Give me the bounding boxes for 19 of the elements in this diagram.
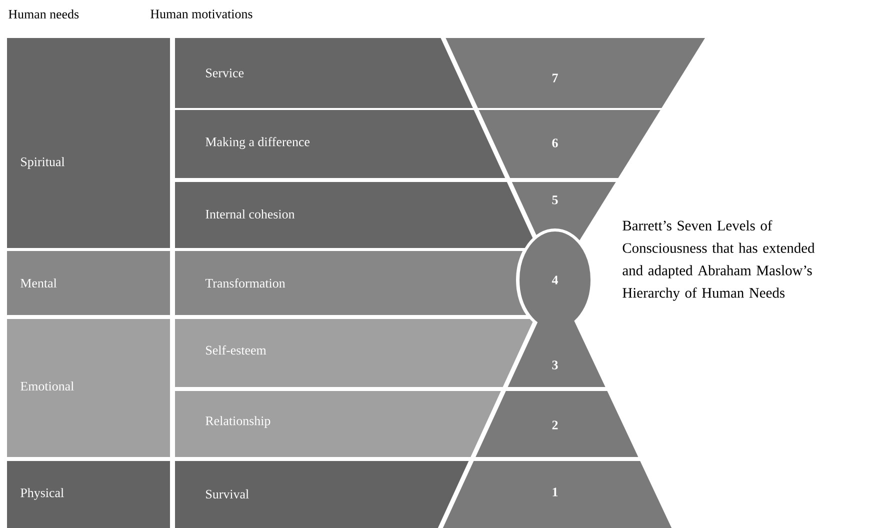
need-box: Emotional <box>7 319 170 457</box>
motivation-box: Making a difference <box>175 110 506 178</box>
motivation-box: Survival <box>175 461 469 528</box>
column-heading: Human needs <box>8 9 79 19</box>
motivation-box: Transformation <box>175 251 526 315</box>
level-band: 2 <box>476 391 638 457</box>
column-heading: Human motivations <box>150 10 252 18</box>
motivation-box: Relationship <box>175 391 501 457</box>
need-box: Mental <box>7 251 170 315</box>
level-band: 6 <box>478 110 660 178</box>
level-band: 3 <box>508 319 606 387</box>
need-box: Physical <box>7 461 170 528</box>
level-band: 1 <box>442 461 672 528</box>
need-box: Spiritual <box>7 38 170 248</box>
description-text: Barrett’s Seven Levels of Consciousness that has extended and adapted Abraham Maslow’s Hierarchy of Human Needs <box>622 220 815 301</box>
level-band: 7 <box>446 38 705 108</box>
motivation-box: Self-esteem <box>175 319 534 387</box>
motivation-box: Service <box>175 38 473 108</box>
motivation-box: Internal cohesion <box>175 182 538 248</box>
